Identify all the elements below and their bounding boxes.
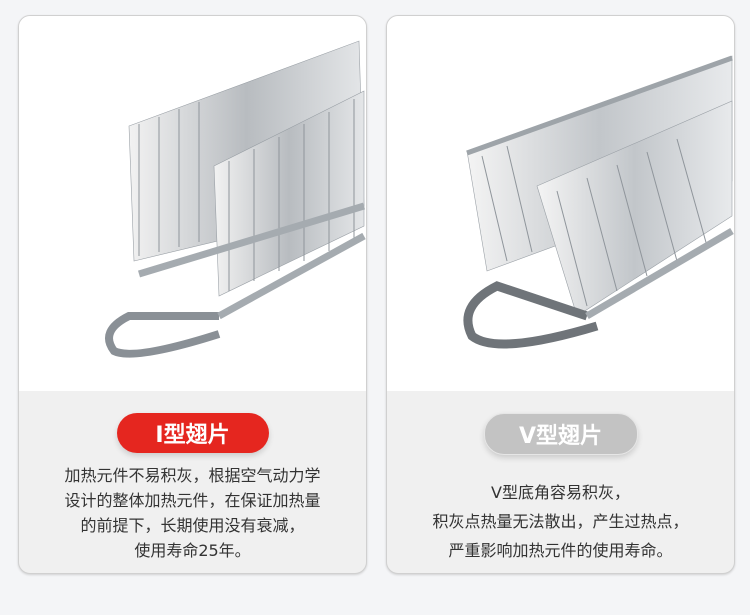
description-line: 设计的整体加热元件，在保证加热量: [64, 491, 321, 510]
v-fin-label: V型翅片: [483, 413, 638, 455]
description-line: 严重影响加热元件的使用寿命。: [448, 541, 673, 560]
v-fin-heating-element-image: [387, 16, 734, 391]
i-fin-card: I型翅片 加热元件不易积灰，根据空气动力学 设计的整体加热元件，在保证加热量 的…: [18, 15, 367, 574]
description-line: V型底角容易积灰，: [491, 483, 630, 502]
description-line: 使用寿命25年。: [134, 541, 251, 560]
description-line: 的前提下，长期使用没有衰减，: [80, 516, 305, 535]
description-line: 积灰点热量无法散出，产生过热点，: [432, 512, 689, 531]
i-fin-description: 加热元件不易积灰，根据空气动力学 设计的整体加热元件，在保证加热量 的前提下，长…: [19, 463, 366, 563]
i-fin-label: I型翅片: [116, 413, 269, 453]
v-fin-card: V型翅片 V型底角容易积灰， 积灰点热量无法散出，产生过热点， 严重影响加热元件…: [386, 15, 735, 574]
description-line: 加热元件不易积灰，根据空气动力学: [64, 466, 321, 485]
v-fin-description: V型底角容易积灰， 积灰点热量无法散出，产生过热点， 严重影响加热元件的使用寿命…: [387, 478, 734, 565]
i-fin-heating-element-image: [19, 16, 366, 391]
